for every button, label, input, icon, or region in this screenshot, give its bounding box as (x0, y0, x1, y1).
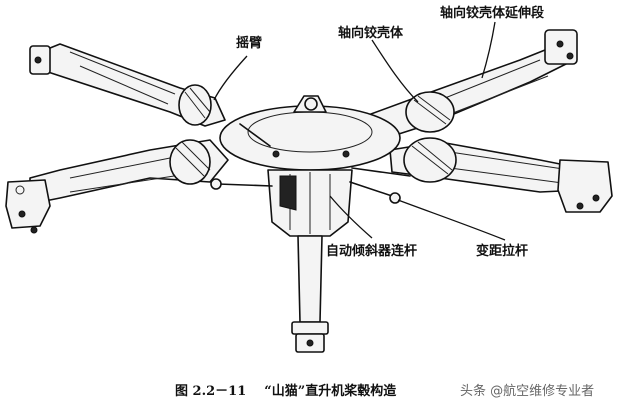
label-axial-hinge-housing: 轴向铰壳体 (338, 26, 404, 41)
linkage-rods (210, 123, 411, 204)
leader-axial-hinge-extension (481, 21, 496, 79)
leader-pitch-link (397, 199, 506, 241)
watermark: 头条 @航空维修专业者 (460, 384, 595, 399)
arm-right (389, 137, 613, 213)
label-axial-hinge-extension: 轴向铰壳体延伸段 (440, 6, 545, 21)
label-swashplate-link: 自动倾斜器连杆 (326, 244, 418, 259)
figure-title: “山猫”直升机桨毂构造 (264, 384, 397, 399)
hub-center (219, 95, 401, 171)
arm-upper-left (29, 43, 226, 127)
label-swing-arm: 摇臂 (236, 36, 263, 51)
figure-number: 图 2.2－11 (175, 384, 247, 399)
leader-swashplate-link (329, 195, 373, 239)
arm-left (5, 139, 229, 234)
label-pitch-link: 变距拉杆 (476, 244, 529, 259)
figure-caption: 图 2.2－11 “山猫”直升机桨毂构造 (175, 380, 414, 399)
central-shaft (267, 169, 353, 353)
leader-axial-hinge-housing (371, 39, 419, 103)
arm-upper-right (359, 29, 578, 141)
leader-swing-arm (213, 55, 248, 101)
